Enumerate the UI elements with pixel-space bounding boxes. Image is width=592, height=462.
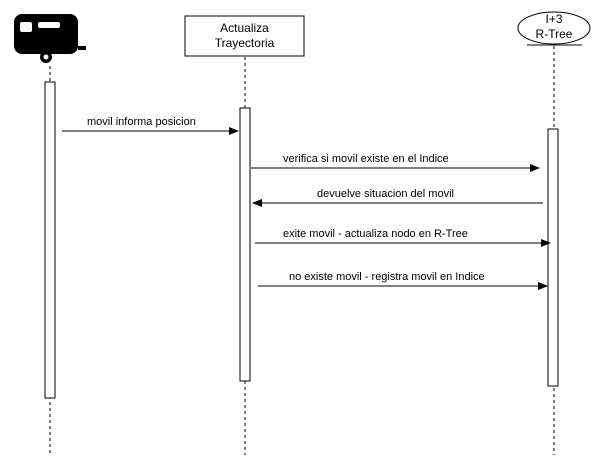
process-participant-box <box>184 15 305 57</box>
index-label-line1: I+3 <box>545 12 563 26</box>
process-label-line1: Actualiza <box>220 21 269 35</box>
index-participant-label: I+3 R-Tree <box>518 12 590 42</box>
index-activation-bar <box>547 128 559 387</box>
process-participant-label: Actualiza Trayectoria <box>185 21 304 51</box>
message-label-2: verifica si movil existe en el Indice <box>283 153 449 165</box>
message-label-5: no existe movil - registra movil en Indi… <box>289 271 485 283</box>
process-label-line2: Trayectoria <box>214 36 275 50</box>
message-label-4: exite movil - actualiza nodo en R-Tree <box>283 228 468 240</box>
index-label-line2: R-Tree <box>535 27 573 41</box>
actor-activation-bar <box>44 81 56 399</box>
camper-trailer-icon <box>14 14 86 63</box>
message-label-3: devuelve situacion del movil <box>317 188 454 200</box>
process-activation-bar <box>239 107 251 382</box>
message-label-1: movil informa posicion <box>87 116 196 128</box>
index-participant-ellipse <box>517 11 591 45</box>
